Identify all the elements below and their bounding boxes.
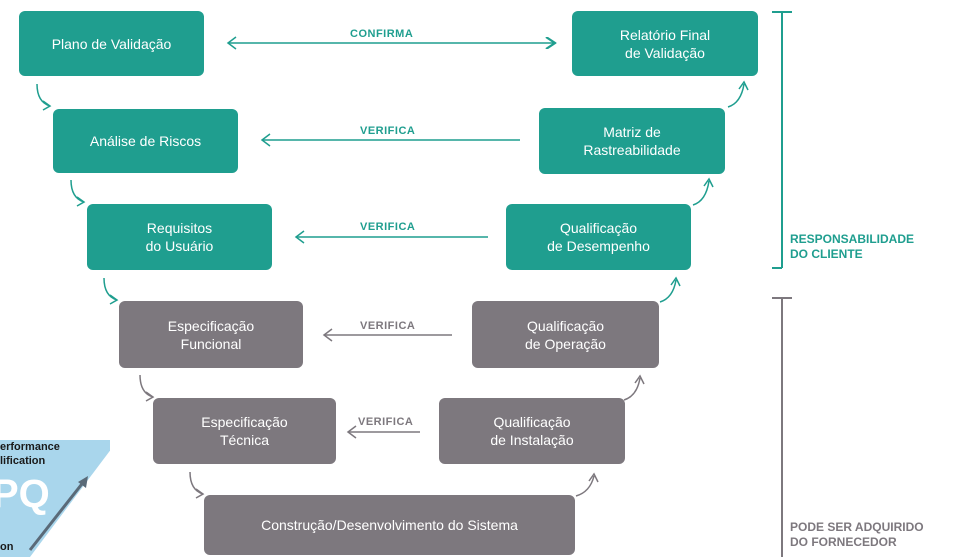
connector-label-verifica-3: VERIFICA [360,320,416,332]
box-analise-riscos: Análise de Riscos [53,109,238,173]
up-arrow-2 [623,377,641,401]
down-arrow-5 [189,471,204,495]
corner-shape [0,440,110,557]
up-arrow-1 [575,475,595,497]
up-arrow-5 [727,83,745,108]
box-qualificacao-instalacao: Qualificação de Instalação [439,398,625,464]
connector-label-confirma: CONFIRMA [350,28,414,40]
corner-fragment: erformance lification PQ on [0,420,110,557]
label-fornecedor: PODE SER ADQUIRIDO DO FORNECEDOR [790,520,924,549]
arrowhead-verifica-4 [346,425,357,439]
up-arrow-4 [692,180,710,206]
corner-text-bottom: on [0,541,14,553]
connector-label-verifica-2: VERIFICA [360,221,416,233]
label-responsabilidade-cliente: RESPONSABILIDADE DO CLIENTE [790,232,915,261]
box-requisitos-usuario: Requisitos do Usuário [87,204,272,270]
bracket-fornecedor [772,297,792,557]
box-relatorio-final: Relatório Final de Validação [572,11,758,76]
down-arrow-2 [70,179,85,203]
down-arrow-4 [139,374,154,398]
arrowhead-confirma [226,36,237,50]
connector-label-verifica-1: VERIFICA [360,125,416,137]
arrowhead-verifica-2 [294,230,305,244]
up-arrow-3 [659,279,677,303]
corner-text-top: erformance lification [0,441,60,467]
box-matriz-rastreabilidade: Matriz de Rastreabilidade [539,108,725,174]
box-especificacao-funcional: Especificação Funcional [119,301,303,368]
connector-label-verifica-4: VERIFICA [358,416,414,428]
arrowhead-verifica-3 [322,328,333,342]
down-arrow-1 [36,83,51,107]
corner-big-text: PQ [0,472,50,516]
box-qualificacao-operacao: Qualificação de Operação [472,301,659,368]
down-arrow-3 [103,277,118,301]
box-especificacao-tecnica: Especificação Técnica [153,398,336,464]
arrowhead-verifica-1 [260,133,271,147]
bracket-cliente [772,11,792,269]
box-qualificacao-desempenho: Qualificação de Desempenho [506,204,691,270]
box-plano-validacao: Plano de Validação [19,11,204,76]
box-construcao-sistema: Construção/Desenvolvimento do Sistema [204,495,575,555]
